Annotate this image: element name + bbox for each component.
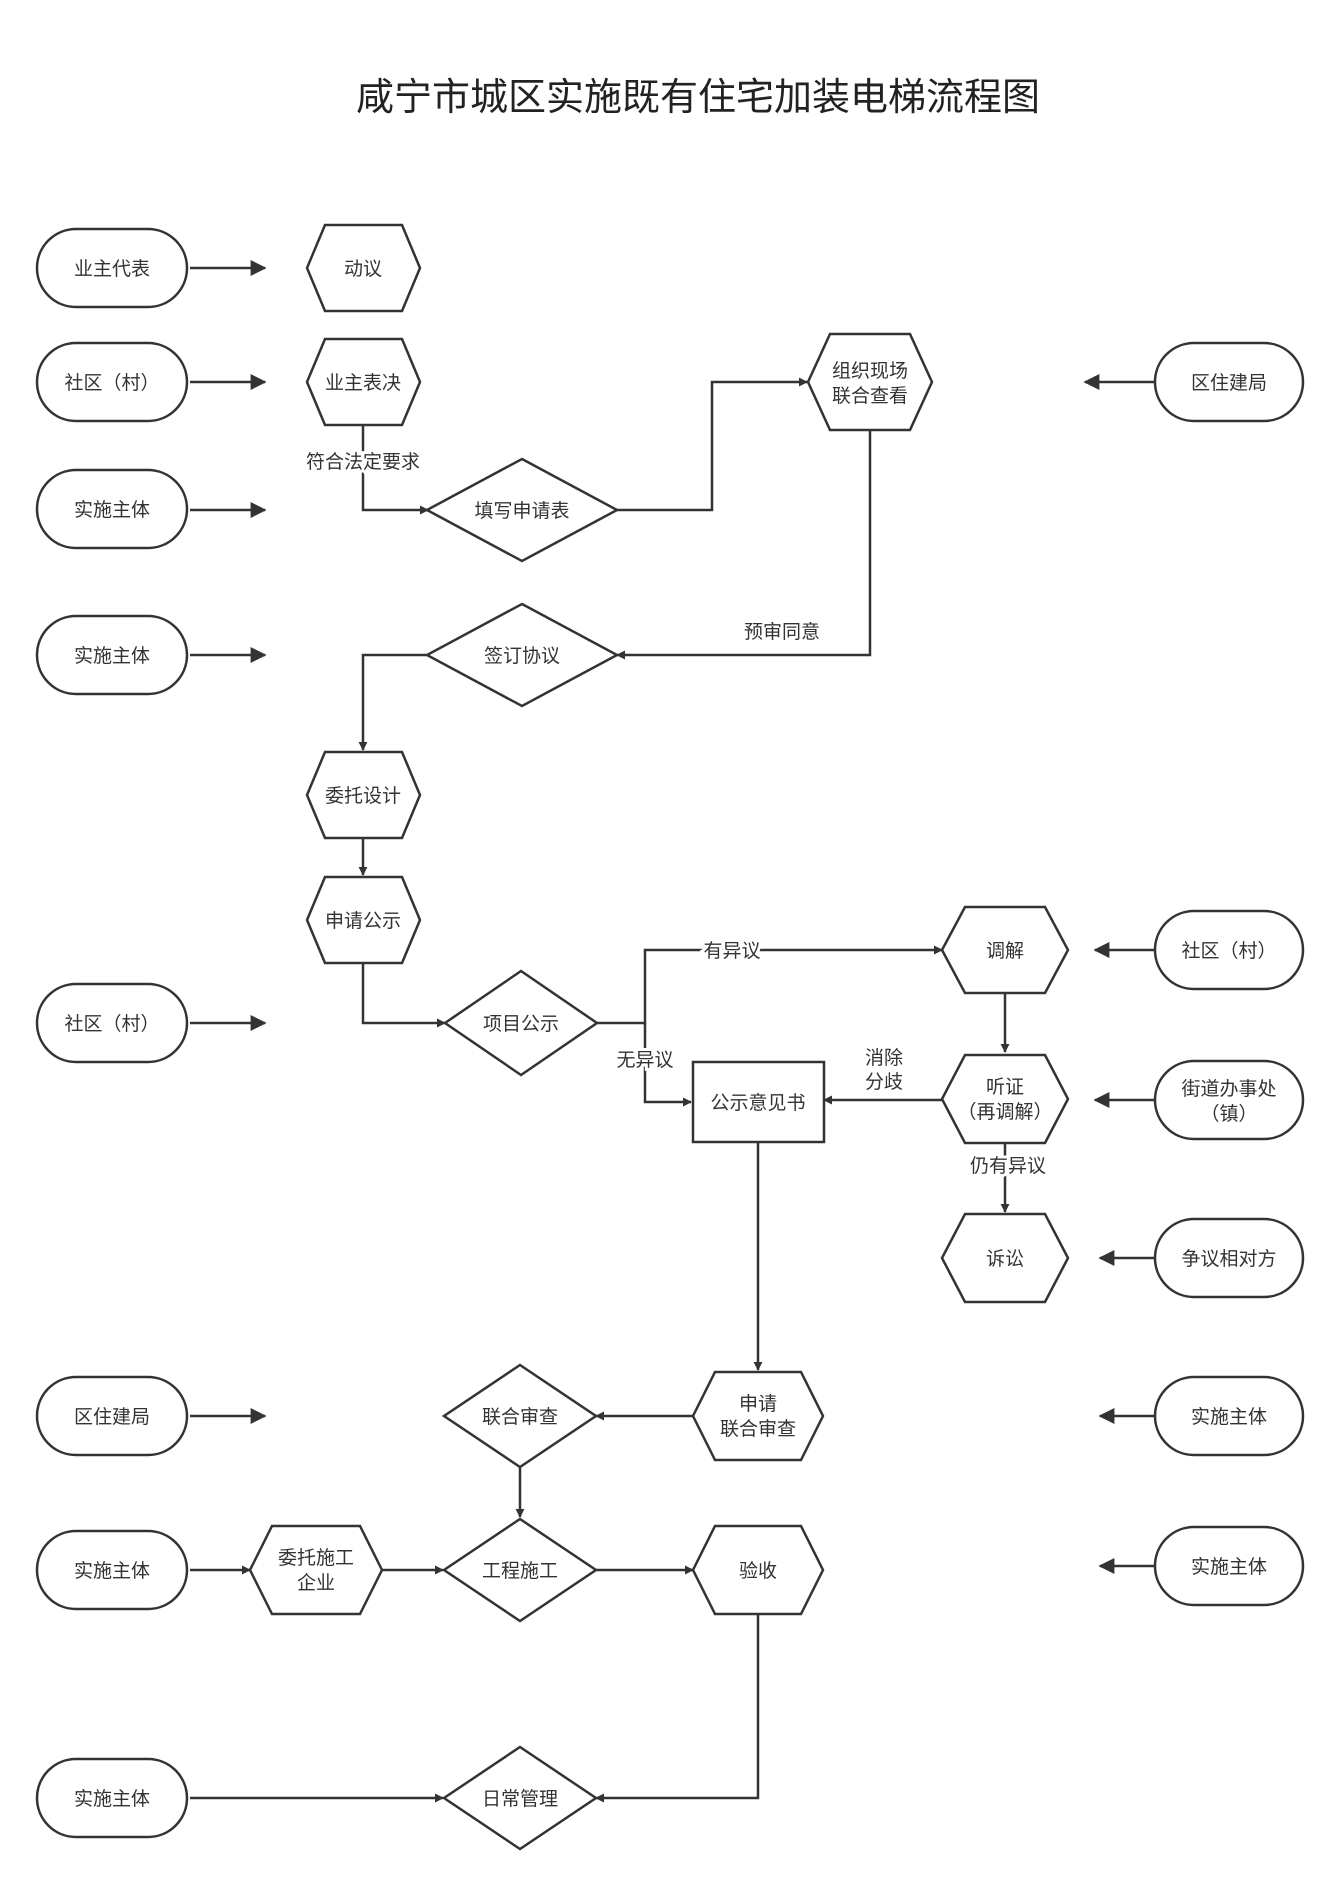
- actor-district-bureau-right-label: 区住建局: [1191, 372, 1267, 394]
- actor-impl-1: 实施主体: [35, 468, 189, 550]
- actor-impl-daily: 实施主体: [35, 1757, 189, 1839]
- step-hearing-label-1: 听证: [986, 1076, 1024, 1098]
- actor-impl-right-2: 实施主体: [1153, 1525, 1305, 1607]
- step-commission-design-label: 委托设计: [325, 785, 401, 807]
- edge-sitecheck-to-sign: [616, 430, 872, 660]
- edge-sign-to-design: [358, 653, 428, 751]
- step-acceptance-label: 验收: [739, 1560, 777, 1582]
- step-daily-management-label: 日常管理: [482, 1788, 558, 1810]
- label-still-objection: 仍有异议: [970, 1155, 1046, 1177]
- actor-district-bureau-right: 区住建局: [1153, 341, 1305, 423]
- edge-apply-to-publicity: [361, 962, 446, 1028]
- label-has-objection: 有异议: [703, 940, 760, 962]
- step-daily-management: 日常管理: [441, 1745, 599, 1851]
- step-hearing-label-2: （再调解）: [957, 1101, 1052, 1123]
- page-title: 咸宁市城区实施既有住宅加装电梯流程图: [356, 75, 1040, 119]
- step-hearing: 听证 （再调解）: [940, 1053, 1070, 1145]
- step-project-publicity: 项目公示: [442, 969, 600, 1077]
- actor-community-right-label: 社区（村）: [1181, 940, 1276, 962]
- step-opinion-letter-label: 公示意见书: [710, 1092, 805, 1114]
- label-resolve-disagreement-1: 消除: [865, 1047, 903, 1069]
- step-commission-design: 委托设计: [305, 750, 422, 840]
- edge-acceptance-to-daily: [595, 1615, 760, 1803]
- step-litigation-label: 诉讼: [986, 1248, 1024, 1270]
- step-apply-joint-review-label-1: 申请: [739, 1393, 777, 1415]
- edge-publicity-to-mediation: [597, 945, 943, 1025]
- actor-impl-right-1: 实施主体: [1153, 1375, 1305, 1457]
- step-construction-label: 工程施工: [482, 1560, 558, 1582]
- connectors: [190, 260, 1155, 1803]
- actor-impl-right-1-label: 实施主体: [1191, 1406, 1267, 1428]
- actor-owner-rep-label: 业主代表: [74, 258, 150, 280]
- step-apply-joint-review: 申请 联合审查: [691, 1370, 825, 1462]
- actor-impl-daily-label: 实施主体: [74, 1788, 150, 1810]
- step-opinion-letter: 公示意见书: [691, 1060, 826, 1144]
- label-resolve-disagreement-2: 分歧: [865, 1071, 903, 1093]
- actor-dispute-party-label: 争议相对方: [1181, 1248, 1276, 1270]
- step-owner-vote: 业主表决: [305, 337, 422, 427]
- step-site-check-label-2: 联合查看: [832, 385, 908, 407]
- step-motion-label: 动议: [344, 258, 382, 280]
- step-joint-review: 联合审查: [441, 1363, 599, 1469]
- step-site-check: 组织现场 联合查看: [806, 332, 934, 432]
- actor-community-2: 社区（村）: [35, 982, 189, 1064]
- step-litigation: 诉讼: [940, 1212, 1070, 1304]
- actor-district-bureau-left-label: 区住建局: [74, 1406, 150, 1428]
- step-apply-joint-review-label-2: 联合审查: [720, 1418, 796, 1440]
- actor-district-bureau-left: 区住建局: [35, 1375, 189, 1457]
- step-mediation: 调解: [940, 905, 1070, 995]
- actor-impl-right-2-label: 实施主体: [1191, 1556, 1267, 1578]
- actor-impl-construction: 实施主体: [35, 1529, 189, 1611]
- step-fill-form: 填写申请表: [424, 457, 620, 563]
- step-owner-vote-label: 业主表决: [325, 372, 401, 394]
- step-motion: 动议: [305, 223, 422, 313]
- actor-community-1: 社区（村）: [35, 341, 189, 423]
- step-mediation-label: 调解: [986, 940, 1024, 962]
- actor-community-2-label: 社区（村）: [64, 1013, 159, 1035]
- edge-vote-to-form: [361, 425, 429, 515]
- actor-street-office: 街道办事处 （镇）: [1153, 1059, 1305, 1141]
- label-meets-requirements: 符合法定要求: [306, 451, 420, 473]
- actor-street-office-label-2: （镇）: [1200, 1103, 1257, 1125]
- edge-publicity-to-opinion: [643, 1023, 692, 1107]
- actor-community-right: 社区（村）: [1153, 909, 1305, 991]
- step-joint-review-label: 联合审查: [482, 1406, 558, 1428]
- step-commission-builder-label-1: 委托施工: [278, 1547, 354, 1569]
- actor-dispute-party: 争议相对方: [1153, 1217, 1305, 1299]
- actor-street-office-label-1: 街道办事处: [1181, 1078, 1276, 1100]
- step-commission-builder-label-2: 企业: [297, 1572, 335, 1594]
- label-pre-approved: 预审同意: [744, 621, 820, 643]
- step-commission-builder: 委托施工 企业: [248, 1524, 384, 1616]
- step-apply-publicity: 申请公示: [305, 875, 422, 965]
- actor-owner-rep: 业主代表: [35, 227, 189, 309]
- step-apply-publicity-label: 申请公示: [325, 910, 401, 932]
- step-site-check-label-1: 组织现场: [832, 360, 908, 382]
- edge-form-to-sitecheck: [617, 377, 808, 512]
- edge-labels: 符合法定要求 预审同意 有异议 无异议 消除 分歧 仍有异议: [303, 448, 1049, 1180]
- actor-impl-2: 实施主体: [35, 614, 189, 696]
- step-construction: 工程施工: [441, 1517, 599, 1623]
- actor-community-1-label: 社区（村）: [64, 372, 159, 394]
- step-project-publicity-label: 项目公示: [483, 1013, 559, 1035]
- step-sign-agreement-label: 签订协议: [484, 645, 560, 667]
- step-fill-form-label: 填写申请表: [474, 500, 569, 522]
- step-acceptance: 验收: [691, 1524, 825, 1616]
- label-no-objection: 无异议: [616, 1049, 673, 1071]
- actor-impl-construction-label: 实施主体: [74, 1560, 150, 1582]
- actor-impl-1-label: 实施主体: [74, 499, 150, 521]
- actor-impl-2-label: 实施主体: [74, 645, 150, 667]
- step-sign-agreement: 签订协议: [424, 602, 620, 708]
